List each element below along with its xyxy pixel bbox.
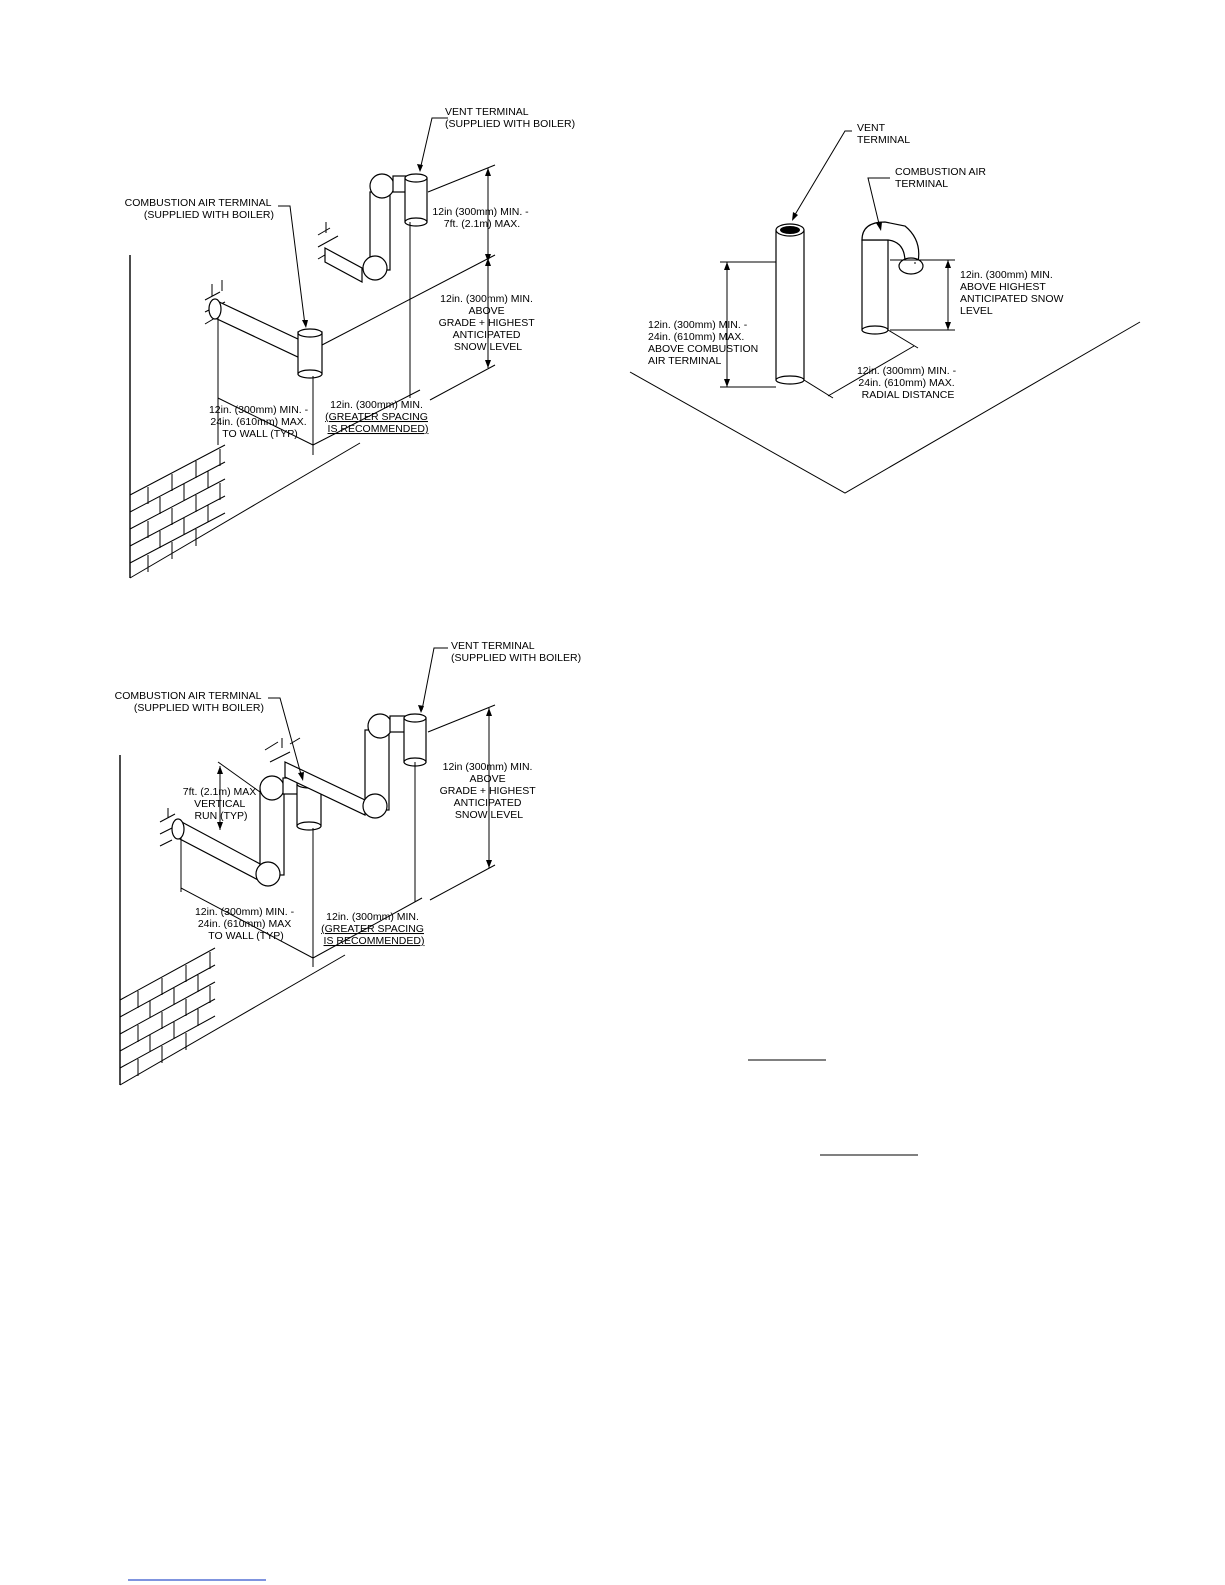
ext-line [427, 704, 496, 733]
diagram-sidewall-vent-upper: VENT TERMINAL (SUPPLIED WITH BOILER) COM… [125, 106, 575, 579]
combustion-leader [278, 205, 306, 326]
brick-pattern [129, 444, 226, 572]
wall-stub-brick [317, 222, 339, 260]
combustion-air-pipe [861, 239, 889, 331]
combustion-air-label: COMBUSTION AIR TERMINAL (SUPPLIED WITH B… [125, 197, 274, 221]
diagram-vertical-vent: VENT TERMINAL COMBUSTION AIR TERMINAL 12… [629, 122, 1141, 494]
roof-plane [629, 321, 1141, 494]
vent-base [775, 375, 805, 385]
vent-leader [419, 117, 448, 171]
ext-line [803, 379, 834, 399]
tee-bottom [297, 369, 323, 379]
dim-vent-height-label: 12in. (300mm) MIN. - 24in. (610mm) MAX. … [648, 319, 761, 367]
vent-opening [780, 226, 800, 234]
dim-vertical-upper-label: 12in (300mm) MIN. - 7ft. (2.1m) MAX. [432, 206, 531, 230]
pipe-end [208, 298, 222, 320]
ext-line [429, 864, 496, 901]
vent-terminal-label: VENT TERMINAL [857, 122, 910, 146]
combustion-elbow [861, 221, 920, 263]
combustion-leader [867, 177, 890, 229]
dim-to-wall-label: 12in. (300mm) MIN. - 24in. (610mm) MAX T… [195, 906, 297, 942]
dim-spacing-label: 12in. (300mm) MIN. (GREATER SPACING IS R… [325, 399, 431, 435]
dim-snow-label: 12in. (300mm) MIN. ABOVE HIGHEST ANTICIP… [960, 269, 1066, 317]
ext-line [321, 254, 496, 346]
combustion-opening [898, 257, 924, 275]
diagram-sidewall-vent-lower: VENT TERMINAL (SUPPLIED WITH BOILER) COM… [115, 640, 581, 1086]
dim-to-wall-label: 12in. (300mm) MIN. - 24in. (610mm) MAX. … [209, 404, 311, 440]
brick-pattern [119, 947, 216, 1076]
dim-radial-label: 12in. (300mm) MIN. - 24in. (610mm) MAX. … [857, 365, 959, 401]
ext-line [217, 761, 261, 793]
combustion-air-label: COMBUSTION AIR TERMINAL (SUPPLIED WITH B… [115, 690, 264, 714]
combustion-base [861, 325, 889, 335]
dim-spacing [312, 389, 421, 446]
wall-stub-brick [264, 737, 301, 763]
dim-spacing [312, 897, 423, 959]
vent-horizontal-pipe [284, 761, 366, 816]
tee-bottom [296, 821, 322, 831]
vent-elbow-lower [362, 793, 388, 819]
ext-line [887, 329, 919, 349]
vent-leader [421, 647, 448, 711]
vent-elbow-lower [362, 255, 388, 281]
ext-line [429, 364, 496, 401]
vent-top [403, 713, 427, 723]
pipe-end [171, 818, 185, 840]
vent-terminal-label: VENT TERMINAL (SUPPLIED WITH BOILER) [445, 106, 575, 130]
dim-spacing-label: 12in. (300mm) MIN. (GREATER SPACING IS R… [321, 911, 427, 947]
vent-terminal [403, 717, 427, 763]
tee-top [297, 328, 323, 338]
dim-vertical-run-label: 7ft. (2.1m) MAX VERTICAL RUN (TYP) [183, 786, 259, 822]
dim-radial [827, 345, 915, 397]
vent-terminal-pipe [775, 229, 805, 381]
dim-above-grade-label: 12in (300mm) MIN. ABOVE GRADE + HIGHEST … [440, 761, 539, 821]
vent-elbow-upper [367, 713, 393, 739]
vent-bottom [404, 217, 428, 227]
grade-line [119, 954, 346, 1086]
vent-elbow-upper [369, 173, 395, 199]
ext-line [427, 164, 496, 193]
vent-leader [792, 130, 852, 219]
vent-top [404, 173, 428, 183]
vent-terminal-label: VENT TERMINAL (SUPPLIED WITH BOILER) [451, 640, 581, 664]
grade-line [129, 442, 361, 579]
combustion-elbow-upper [259, 775, 285, 801]
combustion-elbow-lower [255, 861, 281, 887]
combustion-air-label: COMBUSTION AIR TERMINAL [895, 166, 989, 190]
dim-to-wall [180, 887, 314, 959]
combustion-leader [268, 697, 303, 779]
combustion-air-terminal [297, 331, 323, 375]
combustion-air-pipe [214, 299, 301, 359]
dim-to-wall [217, 397, 314, 446]
wall-stub-brick [159, 808, 181, 847]
vent-horizontal-pipe [324, 246, 363, 284]
dim-above-grade-label: 12in. (300mm) MIN. ABOVE GRADE + HIGHEST… [439, 293, 538, 353]
vent-terminal [404, 177, 428, 223]
